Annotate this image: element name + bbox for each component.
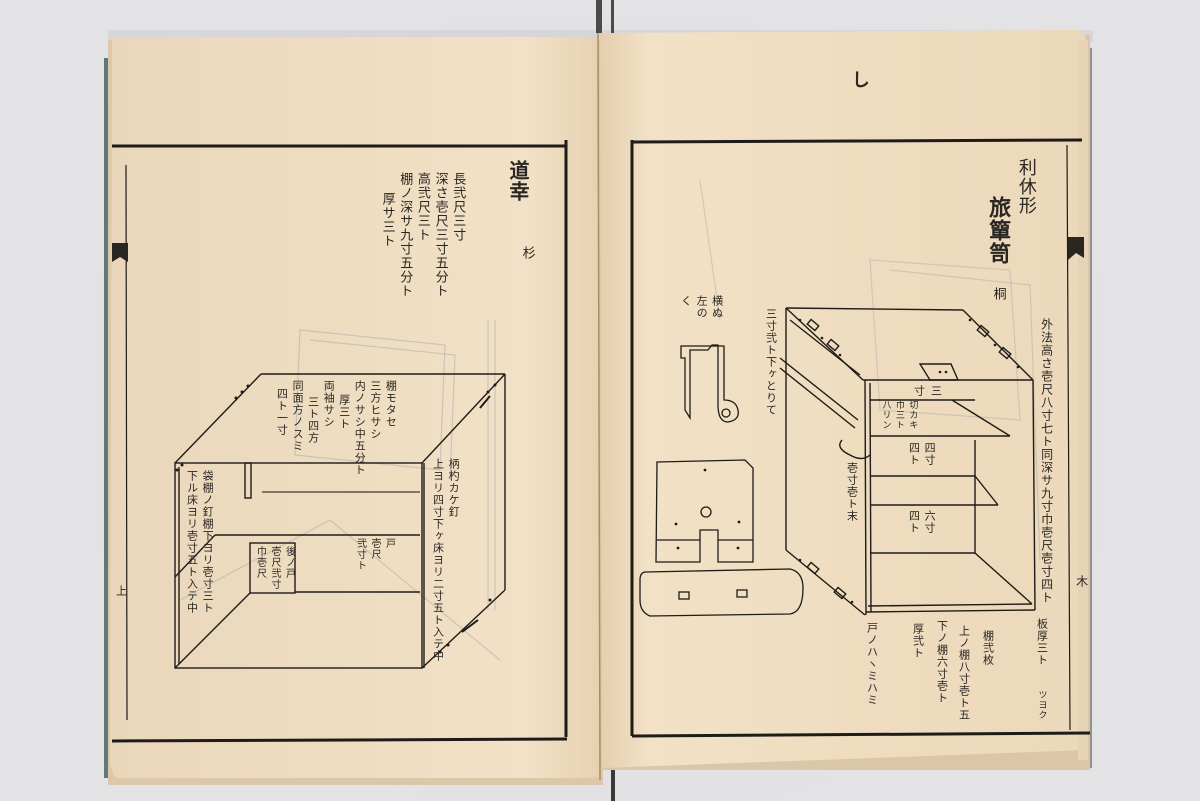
left-page-title: 道幸 xyxy=(506,160,530,202)
note-line: 四ト xyxy=(907,442,921,466)
ladle-hook-note: 柄杓カケ釘 上ヨリ四寸下ヶ床ヨリ二寸五ト入テ中 xyxy=(431,458,461,662)
note-line: 八リン xyxy=(880,400,891,430)
note-line: 厚三ト xyxy=(337,394,351,430)
note-line: 三ト四方 xyxy=(306,396,320,444)
door-size-note: 戸 壱尺 弐寸ト xyxy=(354,538,395,571)
spec-line: 深さ壱尺三寸五分ト xyxy=(432,172,448,298)
side-caption: 三寸弐ト下ヶとりて xyxy=(764,308,778,416)
note-line: 巾壱尺 xyxy=(254,546,266,579)
note-line: く xyxy=(679,295,693,307)
note-line: 三方ヒサシ xyxy=(368,380,382,440)
upper-shelf-note: 上ノ棚八寸壱ト五 xyxy=(957,625,971,721)
note-line: 同面方ノスミ xyxy=(291,380,305,452)
door-groove-note: 戸ノハヽミハミ xyxy=(865,622,879,706)
right-cabinet-diagram xyxy=(779,307,1036,616)
note-line: 戸 xyxy=(383,538,395,549)
shelf-label-top-unit: 寸 xyxy=(912,385,926,397)
note-line: 袋棚ノ釘棚下ヨリ壱寸三ト xyxy=(201,470,215,614)
note-line: 上ヨリ四寸下ヶ床ヨリ二寸五ト入テ中 xyxy=(431,458,445,662)
outer-dimension-note: 外法高さ壱尺八寸七ト同深サ九寸巾壱尺壱寸四ト xyxy=(1039,318,1054,604)
note-line: 四ト xyxy=(907,510,921,534)
note-line: 柄杓カケ釘 xyxy=(447,458,461,518)
note-line: 後ノ戸 xyxy=(283,546,295,579)
strong-note: ツヨク xyxy=(1036,690,1047,720)
note-line: 六寸 xyxy=(923,510,937,534)
note-line: 両袖サシ xyxy=(322,380,336,428)
hardware-bracket-detail xyxy=(680,344,739,423)
right-page-title: 旅簞笥 xyxy=(985,196,1012,265)
shelf-2-height: 六寸 四ト xyxy=(907,510,937,534)
board-thickness-note: 板厚三ト xyxy=(1035,618,1049,666)
style-label: 利休形 xyxy=(1015,158,1037,215)
back-door-note: 後ノ戸 壱尺弐寸 巾壱尺 xyxy=(254,546,295,590)
detail-caption: 横ぬ 左の く xyxy=(679,295,724,319)
spec-line: 高弐尺三ト xyxy=(414,172,430,242)
note-line: 横ぬ xyxy=(710,295,724,319)
note-line: 壱尺 xyxy=(369,538,380,560)
page-mark: し xyxy=(848,70,870,89)
note-line: 左の xyxy=(695,295,709,319)
nail-dots-left xyxy=(175,383,497,654)
left-page-wood-type: 杉 xyxy=(519,246,535,260)
note-line: 切カキ xyxy=(907,400,918,430)
left-margin-mark: 上 xyxy=(114,585,128,597)
left-cabinet-diagram xyxy=(174,373,506,669)
side-note: 壱寸壱ト末 xyxy=(845,462,859,522)
left-page-specs: 長弐尺三寸 深さ壱尺三寸五分ト 高弐尺三ト 棚ノ深サ九寸五分ト 厚サ三ト xyxy=(379,172,466,298)
edge-label: 木 xyxy=(1074,575,1089,588)
right-page-frame xyxy=(630,138,1091,738)
spec-line: 長弐尺三寸 xyxy=(450,172,466,242)
note-line: 四寸 xyxy=(923,442,937,466)
thickness-note: 厚弐ト xyxy=(911,623,925,659)
note-line: 棚モタセ xyxy=(384,380,398,428)
left-cabinet-notes: 棚モタセ 三方ヒサシ 内ノサシ中五分ト 厚三ト 両袖サシ 三ト四方 同面方ノスミ… xyxy=(275,380,398,476)
note-line: 弐寸ト xyxy=(354,538,366,571)
note-line: 内ノサシ中五分ト xyxy=(353,380,367,476)
bag-shelf-nail-note: 袋棚ノ釘棚下ヨリ壱寸三ト 下ル床ヨリ壱寸五ト入テ中 xyxy=(185,470,215,614)
hardware-plate-detail xyxy=(639,459,804,617)
note-line: 巾三ト xyxy=(893,400,904,430)
shelf-1-height: 四寸 四ト xyxy=(907,442,937,466)
spec-line: 厚サ三ト xyxy=(379,192,395,248)
note-line: 壱尺弐寸 xyxy=(269,546,280,590)
shelf-notch-note: 切カキ 巾三ト 八リン xyxy=(880,400,918,430)
spec-line: 棚ノ深サ九寸五分ト xyxy=(397,172,413,298)
shelf-label-top: 三 xyxy=(929,385,943,397)
note-line: 下ル床ヨリ壱寸五ト入テ中 xyxy=(185,470,199,614)
lower-shelf-note: 下ノ棚六寸壱ト xyxy=(935,620,949,704)
nail-dots-right xyxy=(798,318,1020,604)
note-line: 四ト一寸 xyxy=(275,388,289,436)
left-page-frame xyxy=(111,140,568,743)
shelf-count-note: 棚弐枚 xyxy=(981,630,995,666)
right-page-wood-type: 桐 xyxy=(990,287,1006,301)
shelf-label: 三 xyxy=(929,385,943,397)
